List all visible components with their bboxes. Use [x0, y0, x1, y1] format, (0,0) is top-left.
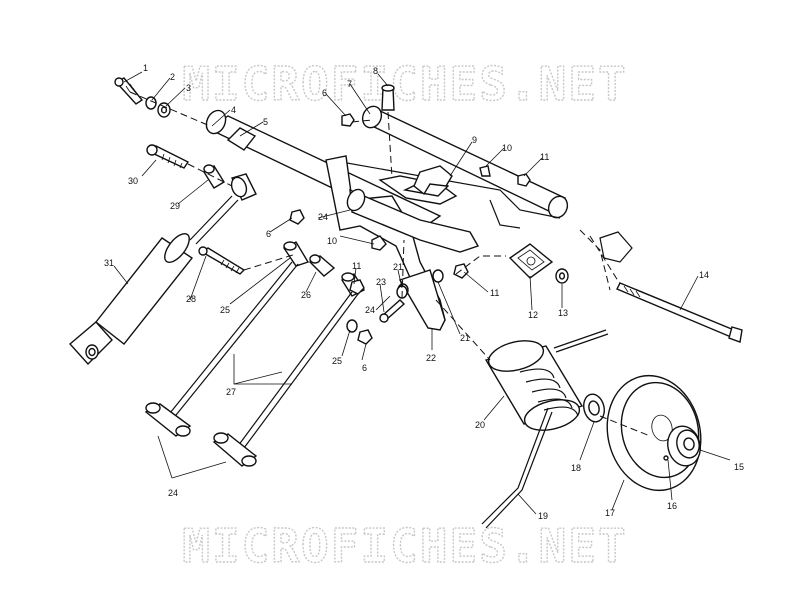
callout-24-lower: 24 — [168, 488, 178, 498]
callout-5: 5 — [263, 117, 268, 127]
link-rods-27 — [165, 261, 359, 449]
set-screw-16 — [663, 455, 669, 461]
bolt-23 — [379, 299, 406, 323]
callouts: 1 2 3 4 5 6 7 8 9 10 11 30 29 24 6 10 11… — [104, 63, 744, 521]
callout-10-top: 10 — [502, 143, 512, 153]
callout-14: 14 — [699, 270, 709, 280]
washer-2 — [145, 96, 157, 110]
watermark-bottom: MICROFICHES.NET — [182, 519, 627, 573]
callout-12: 12 — [528, 310, 538, 320]
bolt-28 — [198, 246, 246, 275]
nut-6-lower — [357, 329, 373, 345]
callout-11-mid: 11 — [352, 261, 361, 271]
bolt-8 — [381, 84, 395, 111]
callout-15: 15 — [734, 462, 744, 472]
callout-6-lower: 6 — [362, 363, 367, 373]
callout-2: 2 — [170, 72, 175, 82]
callout-21-upper: 21 — [393, 262, 403, 272]
lower-bushing-right — [212, 432, 258, 467]
long-bolt-14 — [616, 282, 743, 343]
callout-26: 26 — [301, 290, 311, 300]
washer-18 — [583, 393, 605, 423]
callout-8: 8 — [373, 66, 378, 76]
callout-31: 31 — [104, 258, 114, 268]
main-bracket — [325, 155, 480, 326]
bushing-26 — [308, 254, 336, 277]
callout-6-top: 6 — [322, 88, 327, 98]
callout-24-upper: 24 — [318, 212, 328, 222]
callout-9: 9 — [472, 135, 477, 145]
bushing-29 — [203, 164, 225, 189]
callout-25-lower: 25 — [332, 356, 342, 366]
upper-tube — [361, 105, 569, 219]
nut-11-mid — [349, 279, 365, 295]
callout-3: 3 — [186, 83, 191, 93]
callout-24-mid: 24 — [365, 305, 375, 315]
frame-rail — [329, 159, 633, 291]
bolt-1 — [114, 77, 144, 105]
bracket-12 — [508, 243, 554, 279]
callout-1: 1 — [143, 63, 148, 73]
callout-4: 4 — [231, 105, 236, 115]
callout-11-right: 11 — [490, 288, 499, 298]
assembly-dash-lines — [129, 91, 651, 437]
callout-20: 20 — [475, 420, 485, 430]
callout-17: 17 — [605, 508, 615, 518]
callout-28: 28 — [186, 294, 196, 304]
nut-6-mid — [289, 209, 305, 225]
spring-arm-19 — [481, 329, 609, 529]
bolt-30 — [146, 144, 190, 169]
fitting-10-top — [479, 165, 491, 177]
clip-9 — [413, 165, 453, 196]
hub-15 — [667, 425, 701, 467]
callout-30: 30 — [128, 176, 138, 186]
callout-21-lower: 21 — [460, 333, 470, 343]
callout-22: 22 — [426, 353, 436, 363]
spring-assembly-20 — [484, 340, 584, 431]
lower-bushing-left — [144, 402, 192, 437]
callout-13: 13 — [558, 308, 568, 318]
callout-7: 7 — [347, 79, 352, 89]
leader-lines — [113, 71, 731, 515]
link-upper-eye — [282, 241, 310, 267]
callout-11-top: 11 — [540, 152, 549, 162]
callout-27: 27 — [226, 387, 236, 397]
nut-11-top — [517, 173, 531, 187]
shock-upper-eye — [230, 173, 257, 201]
shock-absorber-31 — [68, 195, 239, 366]
callout-23: 23 — [376, 277, 386, 287]
nut-11-right — [453, 263, 469, 279]
washer-21-right — [432, 269, 444, 283]
watermark-top: MICROFICHES.NET — [182, 57, 627, 111]
callout-10-mid: 10 — [327, 236, 337, 246]
fitting-10-mid — [371, 235, 387, 251]
callout-19: 19 — [538, 511, 548, 521]
nut-6-top — [341, 113, 355, 127]
washer-25-lower — [346, 319, 358, 333]
washer-3-hole — [160, 106, 168, 114]
callout-16: 16 — [667, 501, 677, 511]
callout-6-mid: 6 — [266, 229, 271, 239]
callout-18: 18 — [571, 463, 581, 473]
callout-25-upper: 25 — [220, 305, 230, 315]
washer-13-hole — [558, 272, 566, 280]
callout-29: 29 — [170, 201, 180, 211]
